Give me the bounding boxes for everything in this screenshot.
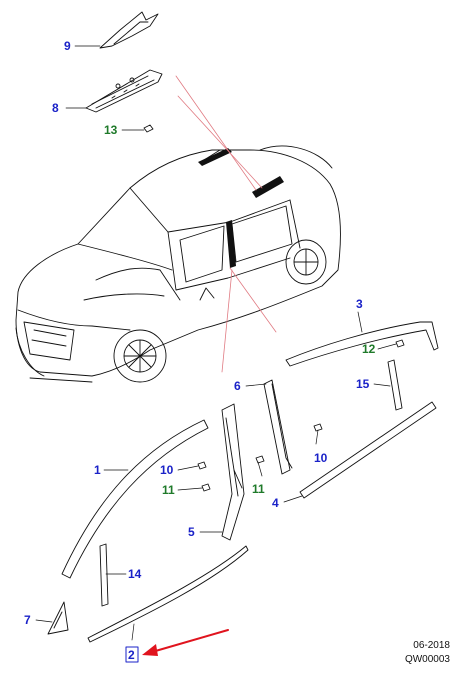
callout-15: 15 xyxy=(356,377,370,391)
part-1-a-pillar-moulding xyxy=(61,419,209,579)
callout-8: 8 xyxy=(52,101,59,115)
callout-1: 1 xyxy=(94,463,101,477)
part-13-clip xyxy=(143,124,154,133)
part-3-roof-moulding xyxy=(285,321,439,367)
pointer-arrowhead xyxy=(142,644,158,656)
part-9-trim-blade xyxy=(99,11,159,49)
part-11-clip-left xyxy=(201,483,211,492)
callout-13: 13 xyxy=(104,123,118,137)
callout-14: 14 xyxy=(128,567,142,581)
part-2-lower-moulding xyxy=(87,545,249,643)
callout-10-right: 10 xyxy=(314,451,328,465)
callout-12: 12 xyxy=(362,342,376,356)
car-highlight-bands xyxy=(198,148,284,268)
drawing-code: QW00003 xyxy=(404,654,450,665)
part-11-clip-right xyxy=(255,455,265,464)
part-12-clip xyxy=(395,339,405,348)
callout-11-left: 11 xyxy=(162,483,175,497)
leader-lines xyxy=(35,45,397,641)
reference-leaders xyxy=(175,75,277,373)
part-6-pillar-trim xyxy=(263,379,293,475)
drawing-date: 06-2018 xyxy=(413,640,450,651)
callout-4: 4 xyxy=(272,496,279,510)
callout-2: 2 xyxy=(128,648,135,662)
part-5-center-pillar xyxy=(221,403,245,541)
part-10-clip-left xyxy=(197,461,207,470)
callout-11-right: 11 xyxy=(252,482,265,496)
pointer-arrow xyxy=(151,629,229,653)
callout-9: 9 xyxy=(64,39,71,53)
callout-10-left: 10 xyxy=(160,463,174,477)
callout-6: 6 xyxy=(234,379,241,393)
part-15-strip xyxy=(387,359,403,411)
car-illustration xyxy=(15,145,341,383)
part-8-bracket xyxy=(85,69,163,113)
part-4-sill-strip xyxy=(299,401,437,499)
part-7-corner-piece xyxy=(47,601,69,635)
part-14-strip xyxy=(99,543,109,607)
callout-5: 5 xyxy=(188,525,195,539)
callout-labels: 9 8 13 3 12 15 6 10 4 1 10 11 11 5 14 7 … xyxy=(24,39,376,662)
callout-7: 7 xyxy=(24,613,31,627)
part-10-clip-right xyxy=(313,423,323,432)
callout-2-highlight-box xyxy=(125,646,139,663)
callout-3: 3 xyxy=(356,297,363,311)
